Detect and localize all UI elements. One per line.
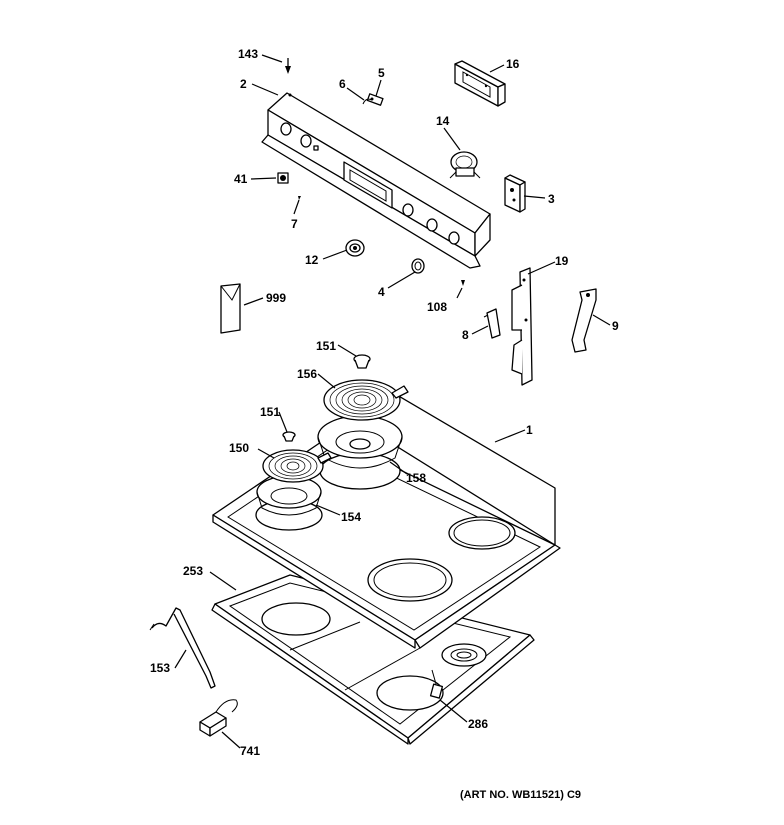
control-panel <box>261 92 491 269</box>
callout-41: 41 <box>234 172 248 186</box>
hinge-bracket <box>571 288 597 353</box>
callout-153: 153 <box>150 661 170 675</box>
clock-knob <box>411 258 425 274</box>
callout-150: 150 <box>229 441 249 455</box>
clock-timer <box>454 60 506 107</box>
small-surface-element <box>262 449 332 483</box>
art-number: (ART NO. WB11521) C9 <box>460 789 581 801</box>
callout-14: 14 <box>436 114 450 128</box>
receptacle-cap-lower <box>282 431 296 442</box>
callout-7: 7 <box>291 217 298 231</box>
callout-3: 3 <box>548 192 555 206</box>
callout-5: 5 <box>378 66 385 80</box>
callout-6: 6 <box>339 77 346 91</box>
callout-154: 154 <box>341 510 361 524</box>
small-bracket <box>483 308 501 339</box>
control-knob <box>345 239 365 257</box>
drip-bowl-clip <box>429 669 444 699</box>
callout-999: 999 <box>266 291 286 305</box>
callout-8: 8 <box>462 328 469 342</box>
callout-16: 16 <box>506 57 520 71</box>
infinite-switch <box>449 151 481 179</box>
large-drip-bowl <box>317 415 403 490</box>
small-drip-bowl <box>255 475 323 531</box>
callout-158: 158 <box>406 471 426 485</box>
callout-4: 4 <box>378 285 385 299</box>
indicator-light-clip <box>362 93 384 106</box>
callout-741: 741 <box>240 744 260 758</box>
large-surface-element <box>323 379 409 421</box>
callout-156: 156 <box>297 367 317 381</box>
panel-screw <box>461 280 465 286</box>
literature-packet <box>220 283 241 334</box>
switch-bracket <box>504 174 526 213</box>
indicator-light <box>277 172 289 184</box>
callout-286: 286 <box>468 717 488 731</box>
terminal-block <box>199 699 238 737</box>
callout-151-lower: 151 <box>260 405 280 419</box>
callout-9: 9 <box>612 319 619 333</box>
small-screw <box>298 196 301 200</box>
callout-151-upper: 151 <box>316 339 336 353</box>
receptacle-cap-upper <box>353 354 371 369</box>
callout-19: 19 <box>555 254 569 268</box>
callout-2: 2 <box>240 77 247 91</box>
callout-labels: 143 2 6 5 16 14 41 7 3 12 4 108 19 999 8… <box>150 47 619 801</box>
callout-12: 12 <box>305 253 319 267</box>
end-cap-bracket <box>511 267 533 386</box>
callout-253: 253 <box>183 564 203 578</box>
callout-143: 143 <box>238 47 258 61</box>
leader-lines <box>174 54 611 749</box>
callout-1: 1 <box>526 423 533 437</box>
screw <box>285 58 291 74</box>
wire-harness <box>149 607 216 689</box>
callout-108: 108 <box>427 300 447 314</box>
